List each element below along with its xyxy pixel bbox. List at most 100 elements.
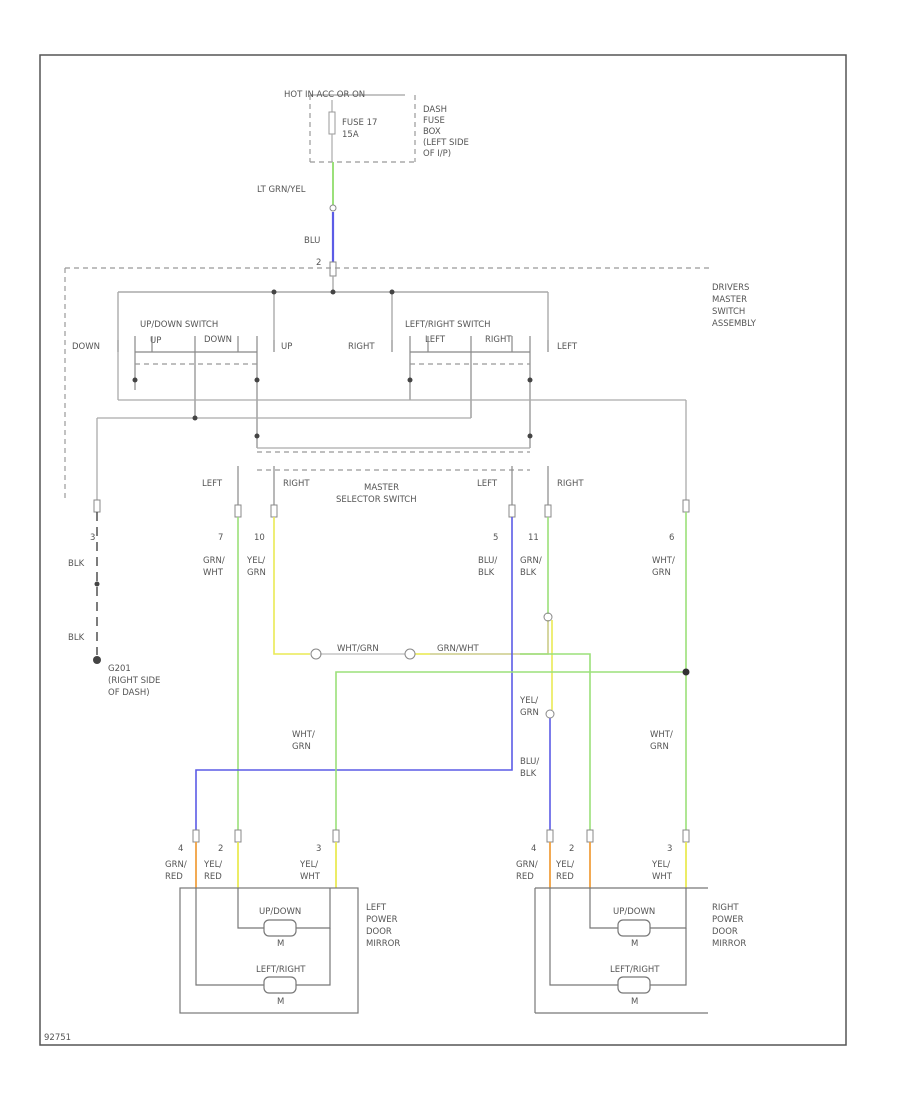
svg-text:RED: RED: [516, 872, 534, 882]
svg-text:M: M: [277, 997, 284, 1007]
master-selector-switch: LEFT RIGHT LEFT RIGHT MASTER SELECTOR SW…: [202, 451, 584, 505]
svg-text:3: 3: [667, 844, 672, 854]
svg-text:RED: RED: [204, 872, 222, 882]
label-left: LEFT: [557, 342, 578, 352]
svg-text:YEL/: YEL/: [299, 860, 318, 870]
svg-text:DOOR: DOOR: [366, 927, 392, 937]
svg-text:6: 6: [669, 533, 674, 543]
svg-text:GRN: GRN: [520, 708, 539, 718]
svg-text:BLU/: BLU/: [520, 757, 539, 767]
svg-text:MIRROR: MIRROR: [366, 939, 400, 949]
svg-text:BLU/: BLU/: [478, 556, 497, 566]
leftright-switch: LEFT/RIGHT SWITCH RIGHT LEFT LEFT RIGHT: [348, 320, 578, 448]
fuse-name-label: FUSE 17: [342, 118, 377, 128]
svg-text:UP/DOWN: UP/DOWN: [259, 907, 301, 917]
fuse-box-line: FUSE: [423, 116, 445, 126]
svg-text:MASTER: MASTER: [364, 483, 399, 493]
svg-text:WHT/: WHT/: [652, 556, 675, 566]
svg-text:POWER: POWER: [712, 915, 744, 925]
updown-switch: UP/DOWN SWITCH DOWN UP UP DOWN: [72, 320, 292, 448]
svg-text:YEL/: YEL/: [651, 860, 670, 870]
svg-text:BLK: BLK: [478, 568, 495, 578]
svg-text:RIGHT: RIGHT: [283, 479, 310, 489]
pin-2-label: 2: [316, 258, 321, 268]
svg-text:UP/DOWN: UP/DOWN: [613, 907, 655, 917]
wire-label-lt-grn-yel: LT GRN/YEL: [257, 185, 306, 195]
ground-name: G201: [108, 664, 131, 674]
svg-text:GRN: GRN: [247, 568, 266, 578]
svg-text:YEL/: YEL/: [246, 556, 265, 566]
svg-text:DRIVERS: DRIVERS: [712, 283, 749, 293]
fuse-amp-label: 15A: [342, 130, 359, 140]
fuse-box-line: DASH: [423, 105, 447, 115]
svg-text:DOOR: DOOR: [712, 927, 738, 937]
svg-text:LEFT/RIGHT: LEFT/RIGHT: [256, 965, 306, 975]
svg-text:M: M: [631, 939, 638, 949]
svg-text:10: 10: [254, 533, 265, 543]
svg-text:WHT: WHT: [203, 568, 224, 578]
svg-text:GRN/WHT: GRN/WHT: [437, 644, 480, 654]
fuse-box: HOT IN ACC OR ON FUSE 17 15A DASH FUSE B…: [284, 90, 469, 163]
svg-text:WHT: WHT: [652, 872, 673, 882]
svg-text:LEFT: LEFT: [425, 335, 446, 345]
svg-text:BLK: BLK: [520, 568, 537, 578]
right-power-door-mirror: 4 2 3 GRN/ RED YEL/ RED YEL/ WHT UP/DOWN…: [516, 829, 746, 1014]
svg-text:7: 7: [218, 533, 223, 543]
fuse-box-line: BOX: [423, 127, 441, 137]
svg-text:2: 2: [569, 844, 574, 854]
svg-text:11: 11: [528, 533, 539, 543]
power-bus: [117, 276, 549, 340]
svg-text:ASSEMBLY: ASSEMBLY: [712, 319, 757, 329]
svg-text:BLK: BLK: [68, 559, 85, 569]
svg-text:BLK: BLK: [520, 769, 537, 779]
svg-text:GRN: GRN: [650, 742, 669, 752]
svg-text:RED: RED: [556, 872, 574, 882]
svg-text:SWITCH: SWITCH: [712, 307, 745, 317]
svg-text:4: 4: [178, 844, 183, 854]
svg-text:UP/DOWN SWITCH: UP/DOWN SWITCH: [140, 320, 218, 330]
svg-text:GRN: GRN: [652, 568, 671, 578]
svg-text:DOWN: DOWN: [204, 335, 232, 345]
svg-text:BLK: BLK: [68, 633, 85, 643]
wire-labels: GRN/ WHT YEL/ GRN BLU/ BLK GRN/ BLK WHT/…: [203, 556, 675, 779]
svg-text:GRN: GRN: [292, 742, 311, 752]
svg-text:RIGHT: RIGHT: [557, 479, 584, 489]
svg-text:POWER: POWER: [366, 915, 398, 925]
left-power-door-mirror: 4 2 3 GRN/ RED YEL/ RED YEL/ WHT UP/DOWN…: [165, 829, 400, 1014]
svg-text:SELECTOR SWITCH: SELECTOR SWITCH: [336, 495, 417, 505]
svg-text:LEFT: LEFT: [366, 903, 387, 913]
svg-text:YEL/: YEL/: [519, 696, 538, 706]
label-up: UP: [281, 342, 292, 352]
fuse-box-line: (LEFT SIDE: [423, 138, 469, 148]
ground-wire: BLK BLK G201 (RIGHT SIDE OF DASH): [68, 512, 160, 698]
svg-text:GRN/: GRN/: [203, 556, 225, 566]
svg-text:UP: UP: [150, 336, 161, 346]
svg-text:RIGHT: RIGHT: [712, 903, 739, 913]
diagram-frame: [39, 54, 847, 1046]
svg-text:LEFT: LEFT: [477, 479, 498, 489]
svg-text:WHT/GRN: WHT/GRN: [337, 644, 379, 654]
svg-text:GRN/: GRN/: [165, 860, 187, 870]
svg-text:LEFT/RIGHT SWITCH: LEFT/RIGHT SWITCH: [405, 320, 491, 330]
svg-text:YEL/: YEL/: [555, 860, 574, 870]
label-down: DOWN: [72, 342, 100, 352]
svg-text:(RIGHT SIDE: (RIGHT SIDE: [108, 676, 160, 686]
svg-text:WHT/: WHT/: [292, 730, 315, 740]
svg-text:5: 5: [493, 533, 498, 543]
svg-text:WHT: WHT: [300, 872, 321, 882]
colored-wires: [195, 512, 687, 830]
svg-text:LEFT: LEFT: [202, 479, 223, 489]
svg-text:MIRROR: MIRROR: [712, 939, 746, 949]
svg-text:M: M: [631, 997, 638, 1007]
svg-text:MASTER: MASTER: [712, 295, 747, 305]
svg-text:LEFT/RIGHT: LEFT/RIGHT: [610, 965, 660, 975]
fuse-box-line: OF I/P): [423, 149, 451, 159]
fuse-hot-label: HOT IN ACC OR ON: [284, 90, 365, 100]
svg-text:RED: RED: [165, 872, 183, 882]
svg-text:YEL/: YEL/: [203, 860, 222, 870]
svg-text:M: M: [277, 939, 284, 949]
label-right: RIGHT: [348, 342, 375, 352]
svg-text:4: 4: [531, 844, 536, 854]
svg-text:GRN/: GRN/: [520, 556, 542, 566]
